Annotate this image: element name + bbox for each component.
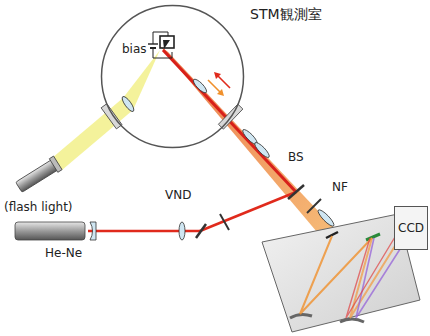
part-label: He-Ne: [45, 246, 82, 260]
bias-wire: [153, 48, 172, 58]
chamber-outline: [102, 6, 244, 148]
nd-filter: [220, 214, 229, 230]
lens: [179, 222, 185, 240]
node-title: STM観測室: [250, 6, 322, 23]
spectro-beam: [356, 238, 402, 318]
lens: [316, 208, 336, 228]
spectro-beam: [346, 232, 398, 318]
lens: [192, 77, 209, 94]
part-label: BS: [288, 150, 304, 164]
flash-lamp: [15, 156, 62, 194]
node-title: CCD: [398, 221, 424, 235]
lens: [90, 222, 96, 240]
stm-tip: [163, 40, 170, 49]
emission-beam: [160, 46, 338, 238]
detector-box: CCD: [394, 206, 428, 250]
curved-mirror: [340, 319, 364, 322]
part-label: bias: [122, 42, 147, 56]
chamber-outline: [100, 4, 245, 149]
mirror: [196, 224, 206, 238]
window-flange: [101, 104, 122, 129]
part-label: (flash light): [4, 200, 73, 214]
laser-tube: [15, 222, 85, 240]
chamber-circle: STM観測室: [100, 4, 245, 149]
direction-arrow: [214, 72, 221, 79]
laser-beam: [163, 50, 296, 192]
direction-arrow: [217, 89, 224, 96]
part-label: NF: [332, 180, 348, 194]
flash-beam: [52, 98, 133, 170]
lens: [120, 95, 135, 113]
beam-splitter: [288, 185, 304, 199]
tip-holder: [160, 36, 174, 48]
curved-mirror: [290, 314, 312, 318]
lens: [253, 141, 271, 160]
part-label: VND: [165, 188, 191, 202]
laser-beam: [200, 192, 296, 231]
